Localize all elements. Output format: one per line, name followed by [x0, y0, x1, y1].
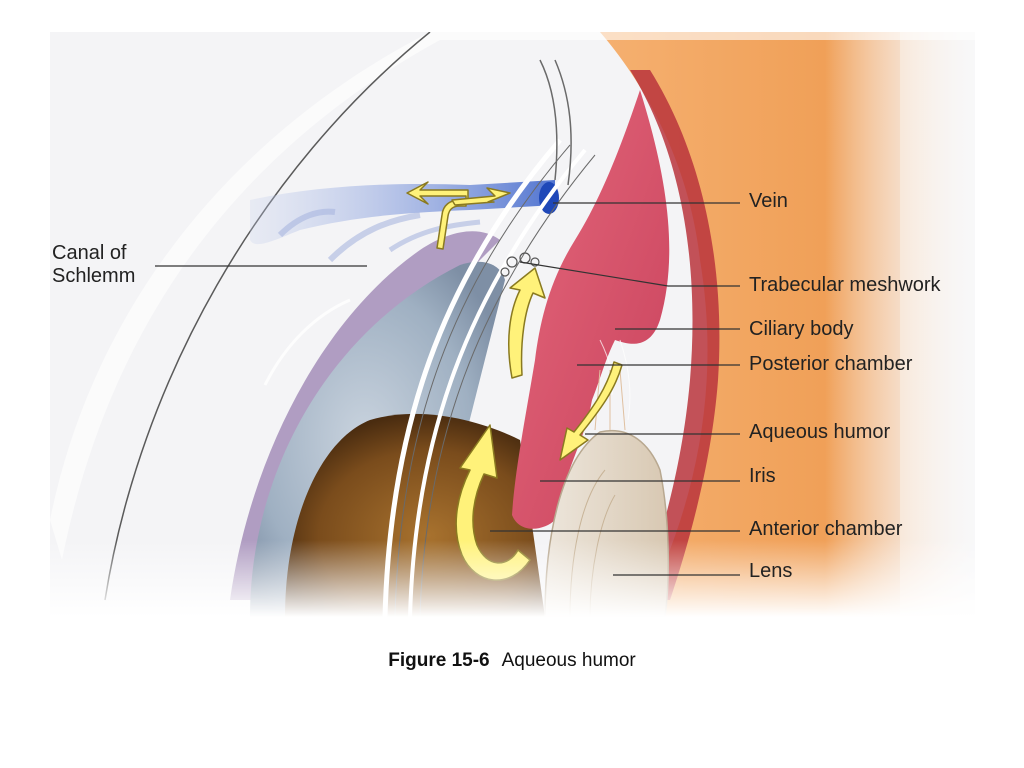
figure-number: Figure 15-6	[388, 650, 490, 671]
label-vein: Vein	[749, 190, 788, 212]
label-canal-of-schlemm: Canal of Schlemm	[52, 242, 136, 287]
trabecular-meshwork	[506, 256, 518, 268]
vein-network	[250, 180, 555, 245]
cornea-outline	[104, 32, 431, 601]
label-trabecular-meshwork: Trabecular meshwork	[749, 274, 941, 296]
eye-anatomy-illustration	[50, 32, 975, 617]
flow-arrow-from-ciliary	[559, 361, 623, 461]
label-ciliary-body: Ciliary body	[749, 318, 854, 340]
leader-trabecular-meshwork	[519, 261, 740, 287]
figure-caption: Figure 15-6 Aqueous humor	[0, 650, 1024, 672]
leader-lines	[155, 202, 740, 576]
label-iris: Iris	[749, 465, 776, 487]
label-aqueous-humor: Aqueous humor	[749, 421, 891, 443]
label-anterior-chamber: Anterior chamber	[749, 518, 903, 540]
label-lens: Lens	[749, 560, 793, 582]
label-posterior-chamber: Posterior chamber	[749, 353, 913, 375]
ciliary-body-and-iris	[512, 90, 670, 529]
flow-arrow-to-meshwork	[508, 267, 546, 379]
figure-title: Aqueous humor	[501, 650, 636, 671]
cornea-highlight	[263, 298, 351, 386]
flow-arrow-to-vein	[406, 181, 469, 250]
